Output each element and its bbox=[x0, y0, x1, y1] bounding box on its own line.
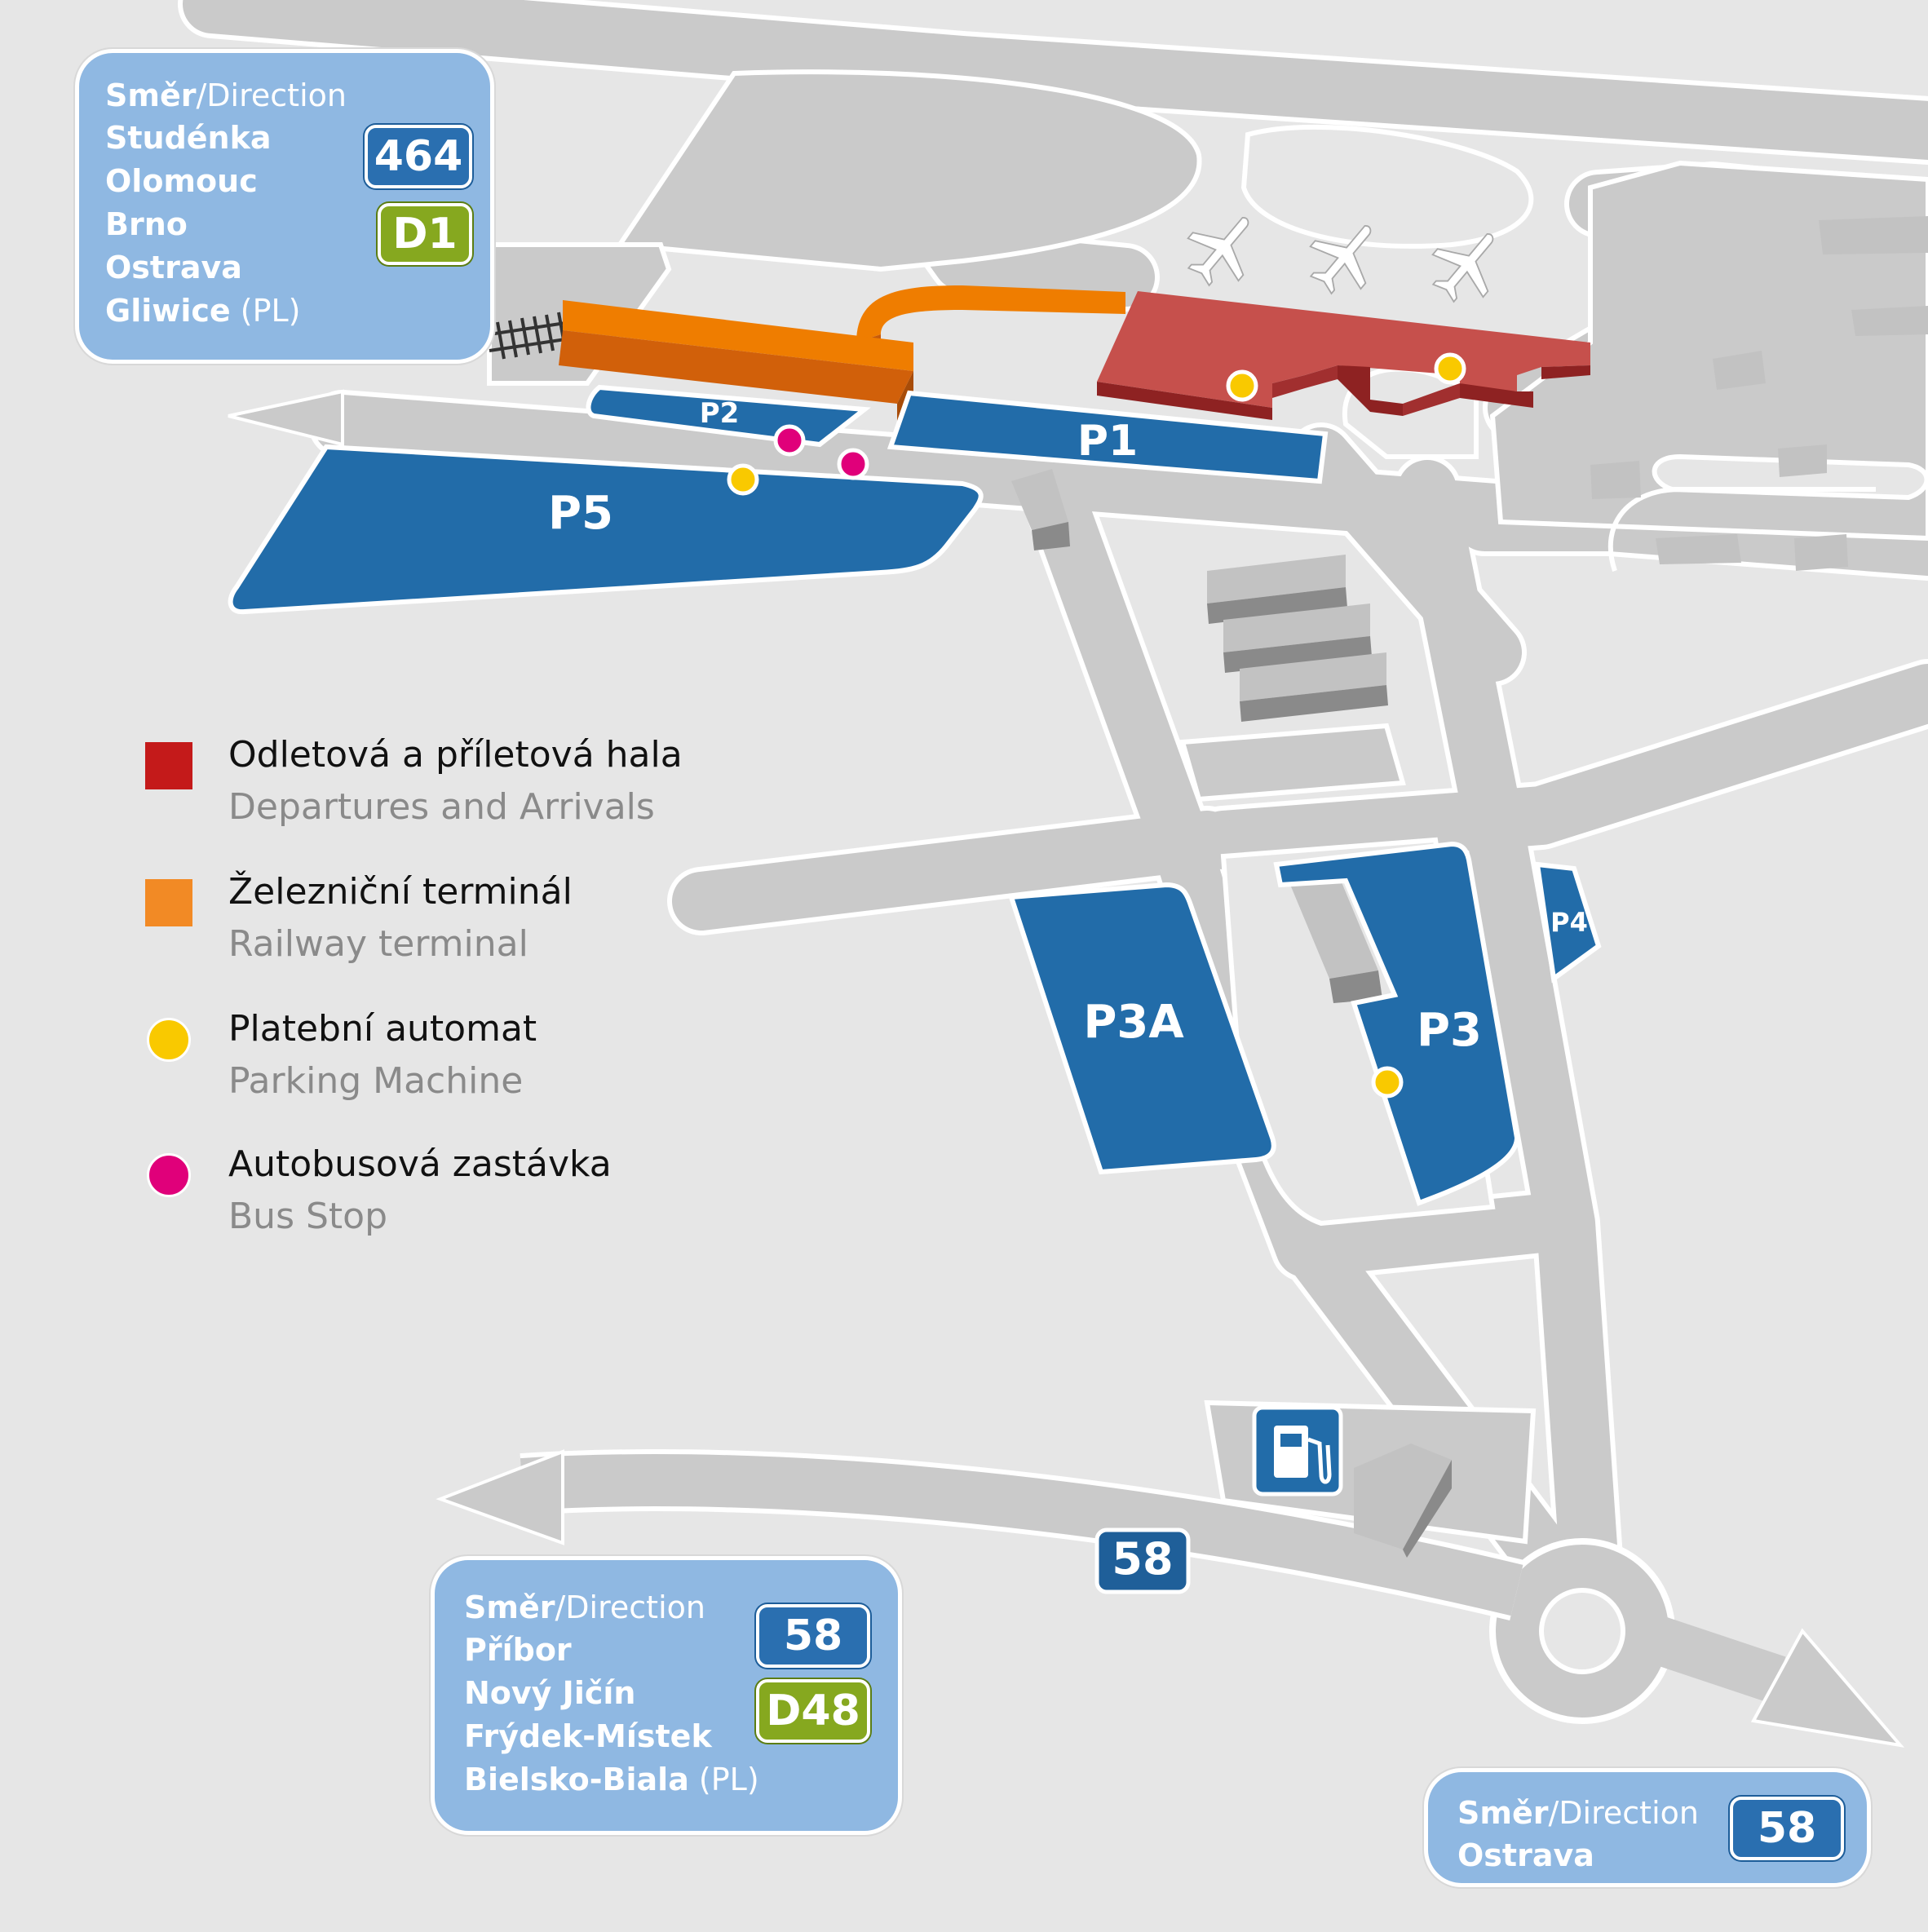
legend-item-bus-stop: Autobusová zastávka Bus Stop bbox=[145, 1143, 716, 1241]
direction-title-rest: /Direction bbox=[1548, 1795, 1699, 1831]
route-badge-d48: D48 bbox=[756, 1679, 870, 1743]
bus-stops bbox=[773, 424, 869, 480]
direction-title-bold: Směr bbox=[464, 1589, 555, 1625]
buildings bbox=[1011, 216, 1928, 1558]
legend-label: Odletová a příletová hala bbox=[228, 734, 683, 776]
parking-p5[interactable] bbox=[228, 444, 984, 615]
road-58 bbox=[520, 1454, 1523, 1616]
direction-place-name: Bielsko-Biala bbox=[464, 1762, 689, 1797]
parking-machine-marker bbox=[727, 463, 759, 496]
direction-arrow-icon bbox=[436, 1449, 564, 1545]
route-badge-d1: D1 bbox=[378, 203, 472, 265]
road-58-badge: 58 bbox=[1094, 1527, 1191, 1594]
parking-label-p3: P3 bbox=[1417, 1004, 1482, 1057]
parking-p1[interactable] bbox=[887, 390, 1329, 484]
parking-machine-marker bbox=[1226, 369, 1258, 402]
legend-item-parking-machine: Platební automat Parking Machine bbox=[145, 1008, 716, 1106]
legend-item-departures-arrivals: Odletová a příletová hala Departures and… bbox=[145, 734, 716, 832]
parking-p4[interactable] bbox=[1534, 861, 1602, 984]
direction-place: Příbor bbox=[464, 1632, 572, 1668]
direction-places: Příbor Nový Jičín Frýdek-Místek Bielsko-… bbox=[464, 1629, 759, 1802]
route-badge-58: 58 bbox=[756, 1604, 870, 1668]
parking-label-p3a: P3A bbox=[1083, 996, 1184, 1049]
direction-place-name: Gliwice bbox=[105, 293, 231, 329]
roundabout-island bbox=[1539, 1588, 1625, 1674]
direction-place: Bielsko-Biala (PL) bbox=[464, 1758, 759, 1802]
direction-title-bold: Směr bbox=[1457, 1795, 1549, 1831]
direction-arrow-icon bbox=[1750, 1628, 1905, 1748]
east-road-edge bbox=[1607, 487, 1876, 572]
direction-place: Gliwice (PL) bbox=[105, 290, 301, 333]
legend-sublabel: Railway terminal bbox=[228, 923, 528, 965]
direction-title-bold: Směr bbox=[105, 77, 197, 113]
direction-place: Ostrava bbox=[105, 250, 242, 285]
direction-place: Nový Jičín bbox=[464, 1675, 636, 1711]
direction-place: Studénka bbox=[105, 120, 272, 156]
road-58-label: 58 bbox=[1112, 1533, 1173, 1585]
legend-item-railway-terminal: Železniční terminál Railway terminal bbox=[145, 871, 716, 969]
legend-swatch-parking-machine bbox=[147, 1018, 191, 1062]
direction-title-rest: /Direction bbox=[196, 77, 347, 113]
legend-swatch-railway bbox=[145, 879, 192, 926]
parking-label-p5: P5 bbox=[548, 487, 613, 540]
bus-stop-marker bbox=[837, 448, 869, 480]
direction-title: Směr/Direction bbox=[1457, 1795, 1699, 1831]
legend-label: Platební automat bbox=[228, 1008, 537, 1050]
legend-sublabel: Parking Machine bbox=[228, 1060, 524, 1102]
direction-box-north-west: Směr/Direction Studénka Olomouc Brno Ost… bbox=[75, 49, 494, 364]
direction-places: Ostrava bbox=[1457, 1834, 1594, 1877]
direction-box-south-west: Směr/Direction Příbor Nový Jičín Frýdek-… bbox=[431, 1556, 902, 1835]
direction-title: Směr/Direction bbox=[105, 77, 347, 113]
parking-label-p1: P1 bbox=[1077, 417, 1138, 466]
direction-place: Frýdek-Místek bbox=[464, 1718, 712, 1754]
legend-sublabel: Departures and Arrivals bbox=[228, 786, 655, 828]
bus-stop-marker bbox=[773, 424, 806, 457]
route-badge-58: 58 bbox=[1730, 1797, 1844, 1860]
legend-label: Autobusová zastávka bbox=[228, 1143, 612, 1185]
parking-machine-marker bbox=[1434, 352, 1466, 385]
direction-place-note: (PL) bbox=[688, 1762, 759, 1797]
legend-swatch-bus-stop bbox=[147, 1153, 191, 1197]
legend-label: Železniční terminál bbox=[228, 871, 573, 913]
service-area bbox=[1179, 723, 1406, 802]
parking-machine-marker bbox=[1371, 1066, 1404, 1099]
route-badge-464: 464 bbox=[365, 125, 472, 188]
legend-sublabel: Bus Stop bbox=[228, 1196, 388, 1237]
taxiway-loop bbox=[1240, 124, 1534, 249]
legend-swatch-hall bbox=[145, 742, 192, 789]
railway-terminal bbox=[559, 285, 1125, 424]
parking-p3[interactable] bbox=[1273, 841, 1520, 1206]
parking-label-p4: P4 bbox=[1550, 907, 1588, 938]
direction-place: Brno bbox=[105, 206, 188, 242]
terminal-hall bbox=[1097, 291, 1590, 420]
direction-place: Olomouc bbox=[105, 163, 258, 199]
direction-title: Směr/Direction bbox=[464, 1589, 705, 1625]
direction-places: Studénka Olomouc Brno Ostrava Gliwice (P… bbox=[105, 117, 301, 333]
direction-place: Ostrava bbox=[1457, 1837, 1594, 1873]
parking-p3a[interactable] bbox=[1007, 882, 1276, 1175]
direction-title-rest: /Direction bbox=[555, 1589, 705, 1625]
parking-areas[interactable] bbox=[228, 384, 1602, 1206]
railway-tracks-icon bbox=[489, 312, 572, 360]
fuel-pump-icon bbox=[1252, 1405, 1343, 1497]
direction-arrow-icon bbox=[228, 389, 344, 447]
direction-place-note: (PL) bbox=[230, 293, 301, 329]
apron-area bbox=[615, 69, 1202, 272]
road-58-east bbox=[1647, 1616, 1786, 1704]
parking-label-p2: P2 bbox=[700, 397, 740, 430]
direction-box-south-east: Směr/Direction Ostrava 58 bbox=[1424, 1768, 1871, 1887]
parking-machines bbox=[727, 352, 1466, 1099]
